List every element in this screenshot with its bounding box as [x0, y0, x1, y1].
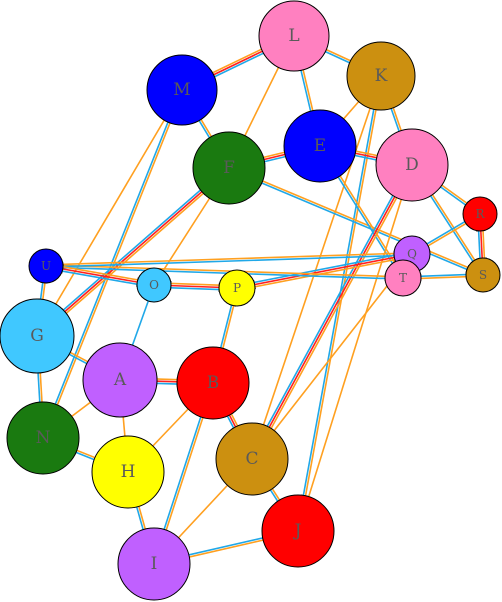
- node-R[interactable]: R: [462, 196, 498, 232]
- node-label: G: [30, 326, 44, 346]
- node-K[interactable]: K: [346, 41, 416, 111]
- node-circle: [462, 196, 498, 232]
- node-circle: [465, 257, 501, 293]
- node-label: Q: [407, 247, 417, 261]
- node-circle: [375, 128, 449, 202]
- node-D[interactable]: D: [375, 128, 449, 202]
- node-B[interactable]: B: [176, 346, 250, 420]
- node-label: B: [207, 373, 220, 393]
- node-label: T: [399, 271, 407, 285]
- node-circle: [6, 401, 80, 475]
- node-circle: [261, 494, 335, 568]
- node-H[interactable]: H: [91, 435, 165, 509]
- node-L[interactable]: L: [258, 0, 330, 72]
- node-label: F: [223, 158, 235, 178]
- node-label: H: [121, 462, 136, 482]
- node-circle: [346, 41, 416, 111]
- node-label: R: [475, 207, 485, 221]
- node-circle: [384, 259, 422, 297]
- node-circle: [136, 267, 172, 303]
- node-label: C: [245, 449, 258, 469]
- node-label: E: [314, 136, 326, 156]
- node-label: K: [375, 66, 388, 86]
- node-circle: [215, 422, 289, 496]
- node-F[interactable]: F: [192, 131, 266, 205]
- node-G[interactable]: G: [0, 298, 75, 374]
- node-label: S: [479, 268, 487, 282]
- node-E[interactable]: E: [283, 109, 357, 183]
- node-J[interactable]: J: [261, 494, 335, 568]
- node-circle: [28, 248, 64, 284]
- node-I[interactable]: I: [117, 527, 191, 601]
- node-circle: [192, 131, 266, 205]
- node-U[interactable]: U: [28, 248, 64, 284]
- node-circle: [82, 342, 158, 418]
- node-P[interactable]: P: [218, 269, 256, 307]
- node-circle: [283, 109, 357, 183]
- node-label: O: [149, 278, 159, 292]
- node-circle: [0, 298, 75, 374]
- node-T[interactable]: T: [384, 259, 422, 297]
- node-circle: [117, 527, 191, 601]
- node-S[interactable]: S: [465, 257, 501, 293]
- node-label: L: [288, 26, 299, 46]
- node-N[interactable]: N: [6, 401, 80, 475]
- node-label: D: [405, 155, 419, 175]
- node-label: U: [41, 259, 51, 273]
- node-A[interactable]: A: [82, 342, 158, 418]
- node-circle: [218, 269, 256, 307]
- node-label: J: [293, 521, 302, 541]
- node-label: M: [173, 80, 190, 100]
- node-circle: [146, 54, 218, 126]
- node-circle: [258, 0, 330, 72]
- node-label: N: [36, 428, 51, 448]
- node-circle: [176, 346, 250, 420]
- node-circle: [91, 435, 165, 509]
- node-label: P: [233, 281, 241, 295]
- node-label: A: [113, 370, 127, 390]
- node-C[interactable]: C: [215, 422, 289, 496]
- node-O[interactable]: O: [136, 267, 172, 303]
- edge-D-C: [249, 163, 415, 461]
- node-M[interactable]: M: [146, 54, 218, 126]
- node-label: I: [151, 554, 158, 574]
